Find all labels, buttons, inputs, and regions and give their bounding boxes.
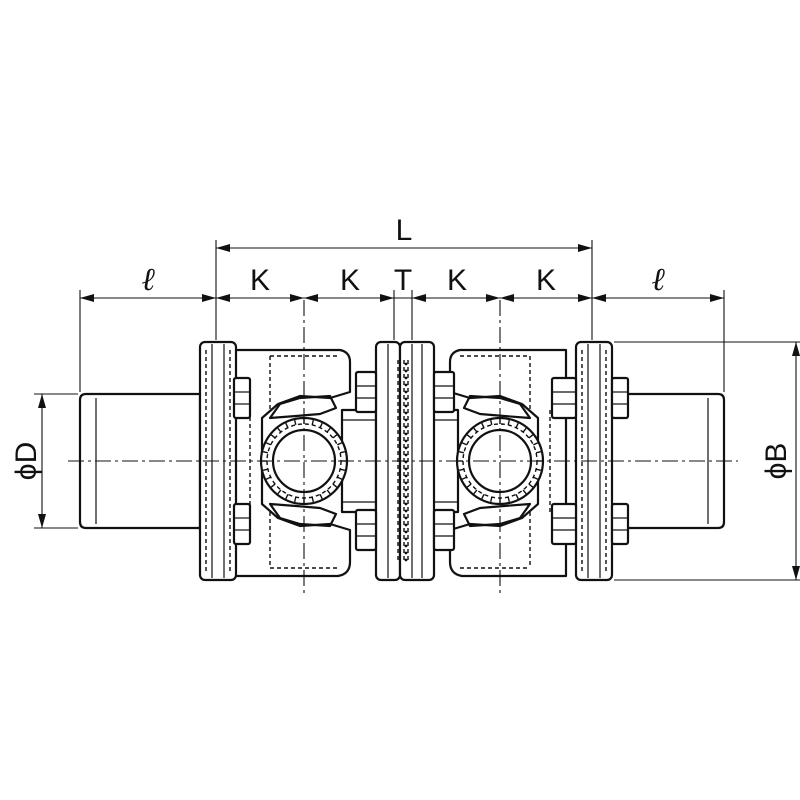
serration-dot: [404, 404, 408, 408]
spline-tooth: [285, 422, 289, 428]
spline-tooth: [270, 434, 276, 439]
spline-tooth: [490, 496, 493, 503]
center-flange-bolts: [354, 370, 456, 552]
label-K-2: K: [340, 264, 360, 297]
label-phiB: ϕB: [760, 443, 793, 480]
spline-tooth: [528, 483, 534, 488]
serration-dot: [404, 390, 408, 394]
spline-tooth: [270, 483, 276, 488]
spline-tooth: [458, 451, 465, 454]
right-yoke: [448, 348, 568, 578]
serration-dot: [404, 558, 408, 562]
spline-tooth: [265, 476, 271, 480]
spline-tooth: [461, 442, 467, 446]
spline-tooth: [337, 476, 343, 480]
spline-tooth: [285, 494, 289, 500]
left-spline-teeth: [262, 419, 346, 503]
serration-dot: [404, 439, 408, 443]
serration-dot: [404, 488, 408, 492]
label-ell-left: ℓ: [141, 261, 155, 297]
spline-tooth: [326, 489, 331, 495]
spline-tooth: [332, 434, 338, 439]
spline-tooth: [337, 442, 343, 446]
spline-tooth: [319, 422, 323, 428]
spline-tooth: [461, 476, 467, 480]
serration-dot: [404, 425, 408, 429]
spline-tooth: [277, 427, 282, 433]
spline-tooth: [311, 419, 314, 426]
serration-dot: [404, 376, 408, 380]
spline-tooth: [533, 476, 539, 480]
spline-tooth: [339, 451, 346, 454]
spline-tooth: [528, 434, 534, 439]
spline-tooth: [319, 494, 323, 500]
spline-tooth: [481, 494, 485, 500]
spline-tooth: [277, 489, 282, 495]
spline-tooth: [466, 483, 472, 488]
label-K-4: K: [536, 264, 556, 297]
label-K-1: K: [250, 264, 270, 297]
spline-tooth: [507, 419, 510, 426]
spline-tooth: [265, 442, 271, 446]
spline-tooth: [535, 468, 542, 471]
spline-tooth: [332, 483, 338, 488]
serration-dot: [404, 474, 408, 478]
spline-tooth: [473, 489, 478, 495]
center-serrations: [404, 362, 408, 562]
serration-dot: [404, 495, 408, 499]
dimension-lines: [34, 240, 800, 581]
spline-tooth: [262, 451, 269, 454]
serration-dot: [404, 502, 408, 506]
right-flange-bolts: [550, 376, 630, 546]
serration-dot: [404, 544, 408, 548]
serration-dot: [404, 446, 408, 450]
serration-dot: [404, 369, 408, 373]
serration-dot: [404, 383, 408, 387]
serration-dot: [404, 530, 408, 534]
serration-dot: [404, 418, 408, 422]
left-yoke: [232, 348, 352, 578]
spline-tooth: [490, 419, 493, 426]
spline-tooth: [262, 468, 269, 471]
serration-dot: [404, 537, 408, 541]
spline-tooth: [326, 427, 331, 433]
serration-dot: [404, 509, 408, 513]
serration-dot: [404, 453, 408, 457]
spline-tooth: [522, 489, 527, 495]
spline-tooth: [507, 496, 510, 503]
label-ell-right: ℓ: [651, 261, 665, 297]
spline-tooth: [535, 451, 542, 454]
spline-tooth: [466, 434, 472, 439]
serration-dot: [404, 523, 408, 527]
spline-tooth: [458, 468, 465, 471]
spline-tooth: [473, 427, 478, 433]
spline-tooth: [522, 427, 527, 433]
spline-tooth: [294, 419, 297, 426]
spline-tooth: [339, 468, 346, 471]
serration-dot: [404, 432, 408, 436]
spline-tooth: [481, 422, 485, 428]
spline-tooth: [311, 496, 314, 503]
spline-tooth: [515, 422, 519, 428]
label-phiD: ϕD: [10, 442, 43, 480]
serration-dot: [404, 481, 408, 485]
serration-dot: [404, 362, 408, 366]
left-flange-bolts: [232, 376, 252, 546]
spline-tooth: [294, 496, 297, 503]
serration-dot: [404, 460, 408, 464]
serration-dot: [404, 467, 408, 471]
serration-dot: [404, 551, 408, 555]
right-spline-teeth: [458, 419, 542, 503]
serration-dot: [404, 516, 408, 520]
label-K-3: K: [447, 264, 467, 297]
spline-tooth: [533, 442, 539, 446]
label-T: T: [394, 264, 412, 297]
serration-dot: [404, 411, 408, 415]
spline-tooth: [515, 494, 519, 500]
label-L: L: [396, 214, 413, 247]
serration-dot: [404, 397, 408, 401]
